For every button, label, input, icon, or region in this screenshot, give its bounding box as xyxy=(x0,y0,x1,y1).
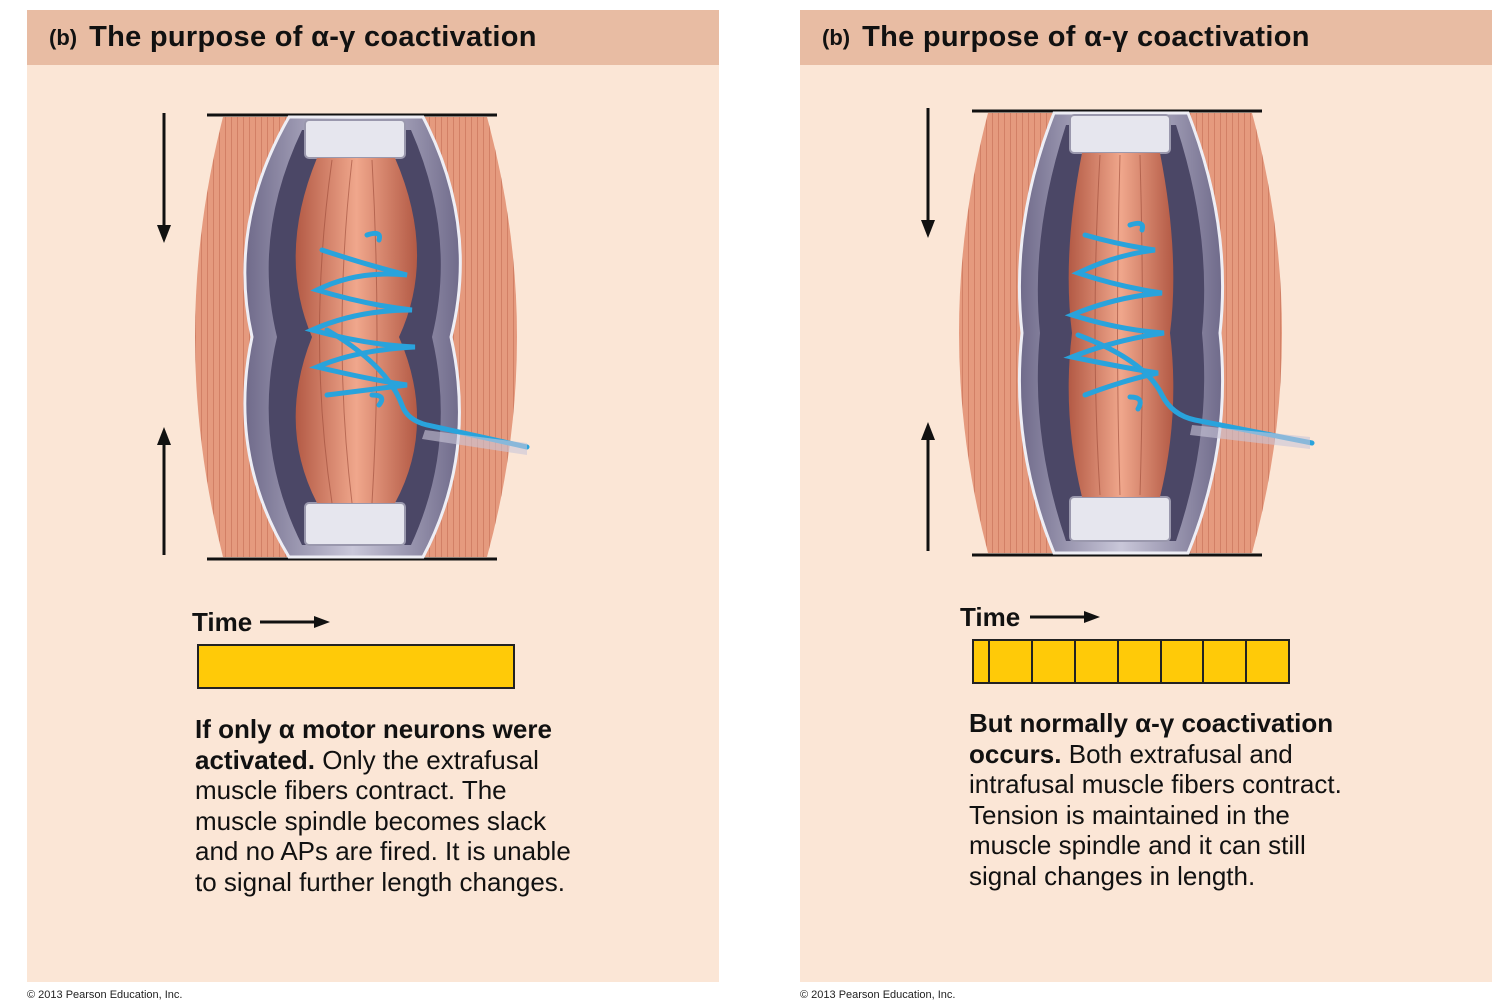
panel-title: The purpose of α-γ coactivation xyxy=(89,21,537,53)
copyright-left: © 2013 Pearson Education, Inc. xyxy=(27,989,183,1001)
caption-text: Both extrafusal and intrafusal muscle fi… xyxy=(969,738,1342,891)
copyright-right: © 2013 Pearson Education, Inc. xyxy=(800,989,956,1001)
muscle-spindle-illustration-taut xyxy=(921,108,1315,557)
caption-bold: If only α motor neurons were activated. xyxy=(195,714,552,775)
panel-letter: (b) xyxy=(49,24,78,50)
panel-letter: (b) xyxy=(822,24,851,50)
intrafusal-fibers xyxy=(295,158,418,503)
panel-alpha-only: (b) The purpose of α-γ coactivation xyxy=(27,10,719,982)
caption-bold: But normally α-γ coactivation occurs. xyxy=(969,708,1334,769)
panel-header: (b) The purpose of α-γ coactivation xyxy=(27,10,719,65)
sensory-neuron xyxy=(304,230,530,450)
sensory-neuron xyxy=(1063,220,1315,446)
panel-coactivation: (b) The purpose of α-γ coactivation xyxy=(800,10,1492,982)
time-arrow-icon xyxy=(260,616,330,628)
caption: If only α motor neurons were activated. … xyxy=(195,714,595,897)
caption: But normally α-γ coactivation occurs. Bo… xyxy=(969,708,1359,891)
panel-title: The purpose of α-γ coactivation xyxy=(862,21,1310,53)
time-label: Time xyxy=(960,602,1021,632)
stimulus-bar-action-potentials xyxy=(972,639,1290,684)
stimulus-bar-continuous xyxy=(197,644,515,689)
time-label: Time xyxy=(192,607,253,637)
time-arrow-icon xyxy=(1030,611,1100,623)
muscle-spindle-illustration-slack xyxy=(157,113,530,561)
panel-header: (b) The purpose of α-γ coactivation xyxy=(800,10,1492,65)
caption-text: Only the extrafusal muscle fibers contra… xyxy=(195,744,571,897)
